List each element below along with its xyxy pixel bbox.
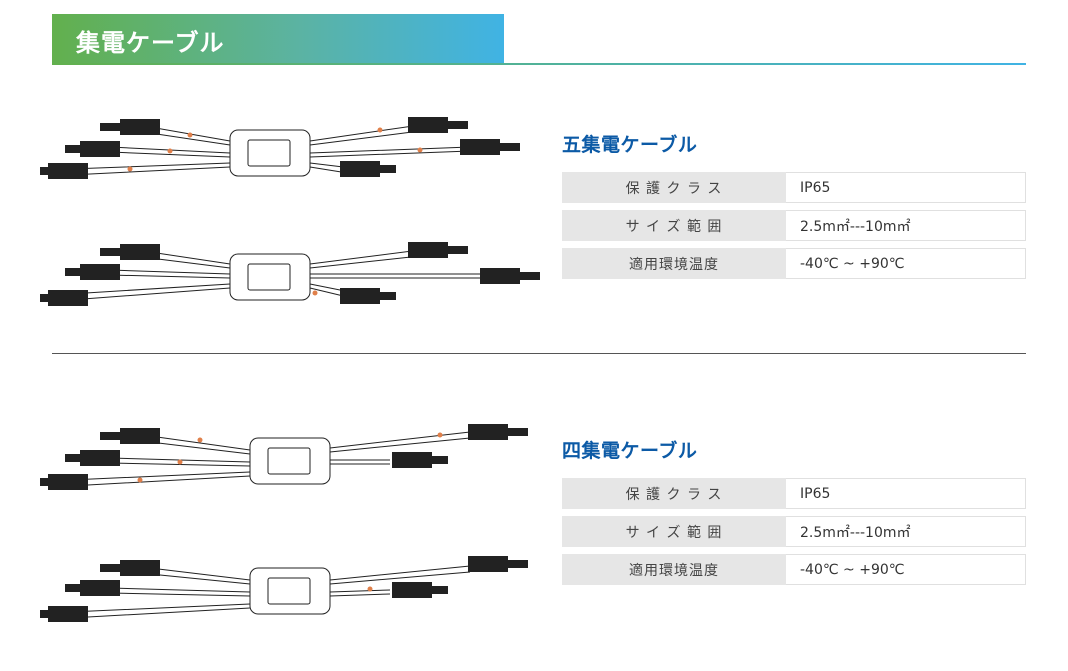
section-header: 集電ケーブル bbox=[52, 14, 504, 64]
spec-table-five-way: 保 護 ク ラ ス IP65 サ イ ズ 範 囲 2.5m㎡---10m㎡ 適用… bbox=[562, 172, 1026, 286]
spec-value-protection: IP65 bbox=[786, 172, 1026, 203]
spec-value-temperature: -40℃ ~ +90℃ bbox=[786, 248, 1026, 279]
product-title-four-way: 四集電ケーブル bbox=[562, 440, 698, 462]
section-divider bbox=[52, 353, 1026, 354]
spec-label-temperature: 適用環境温度 bbox=[562, 248, 786, 279]
four-way-cable-image-bottom bbox=[40, 556, 528, 622]
spec-row: 保 護 ク ラ ス IP65 bbox=[562, 172, 1026, 203]
five-way-cable-image-bottom bbox=[40, 242, 540, 306]
spec-value-size: 2.5m㎡---10m㎡ bbox=[786, 516, 1026, 547]
spec-row: 適用環境温度 -40℃ ~ +90℃ bbox=[562, 554, 1026, 585]
spec-value-temperature: -40℃ ~ +90℃ bbox=[786, 554, 1026, 585]
spec-row: サ イ ズ 範 囲 2.5m㎡---10m㎡ bbox=[562, 516, 1026, 547]
spec-label-protection: 保 護 ク ラ ス bbox=[562, 478, 786, 509]
spec-label-size: サ イ ズ 範 囲 bbox=[562, 210, 786, 241]
product-title-five-way: 五集電ケーブル bbox=[562, 134, 698, 156]
header-underline bbox=[52, 63, 1026, 65]
section-title: 集電ケーブル bbox=[76, 29, 225, 57]
spec-row: 適用環境温度 -40℃ ~ +90℃ bbox=[562, 248, 1026, 279]
four-way-cable-image-top bbox=[40, 424, 528, 490]
spec-label-size: サ イ ズ 範 囲 bbox=[562, 516, 786, 547]
spec-row: 保 護 ク ラ ス IP65 bbox=[562, 478, 1026, 509]
spec-value-size: 2.5m㎡---10m㎡ bbox=[786, 210, 1026, 241]
spec-table-four-way: 保 護 ク ラ ス IP65 サ イ ズ 範 囲 2.5m㎡---10m㎡ 適用… bbox=[562, 478, 1026, 592]
spec-label-temperature: 適用環境温度 bbox=[562, 554, 786, 585]
spec-label-protection: 保 護 ク ラ ス bbox=[562, 172, 786, 203]
spec-value-protection: IP65 bbox=[786, 478, 1026, 509]
spec-row: サ イ ズ 範 囲 2.5m㎡---10m㎡ bbox=[562, 210, 1026, 241]
five-way-cable-image-top bbox=[40, 117, 520, 179]
